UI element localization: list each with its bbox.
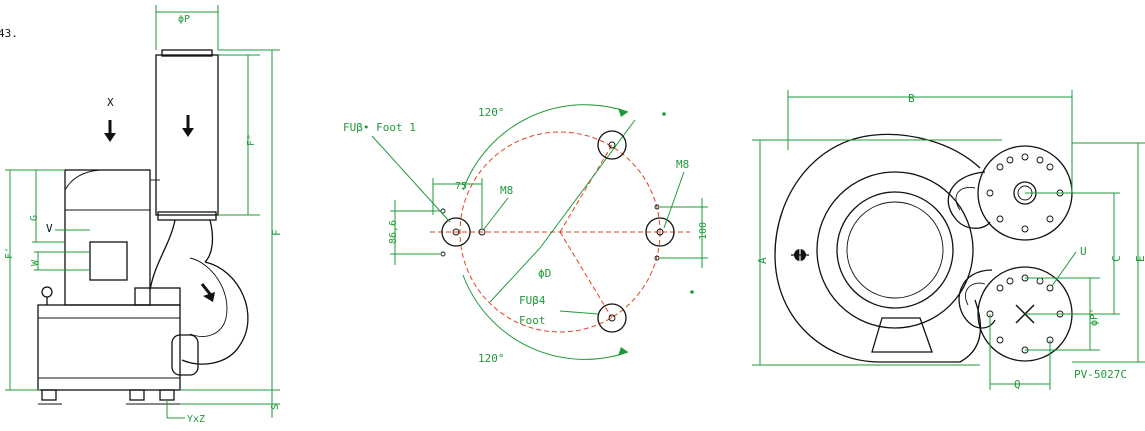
front-view: B A C E U ϕP' Q PV-5027C bbox=[752, 90, 1145, 391]
label-phi-d: ϕD bbox=[538, 267, 551, 280]
label-s: S bbox=[270, 404, 281, 410]
label-g: G bbox=[29, 215, 40, 221]
flow-arrow-icon bbox=[104, 133, 116, 142]
label-phi-p: ϕP bbox=[178, 14, 190, 25]
foot-bracket bbox=[871, 317, 933, 353]
label-100: 100 bbox=[698, 222, 709, 240]
label-75: 75 bbox=[455, 181, 467, 192]
label-w: W bbox=[30, 259, 41, 266]
foot-pad-right bbox=[645, 204, 694, 294]
label-angle-bottom: 120° bbox=[478, 352, 505, 365]
foot-mid bbox=[129, 389, 145, 401]
label-e: E bbox=[1134, 255, 1145, 262]
label-u: U bbox=[1080, 245, 1087, 258]
label-b: B bbox=[908, 92, 915, 105]
housing-outline bbox=[774, 133, 982, 363]
outlet-flange bbox=[171, 334, 199, 376]
foot-left bbox=[41, 389, 57, 401]
motor-cover bbox=[836, 191, 954, 309]
terminal-box bbox=[89, 241, 128, 281]
label-f: F bbox=[270, 229, 283, 236]
foot-view: 120° 120° FUβ• Foot 1 75 M8 86,6 M8 100 … bbox=[343, 104, 709, 365]
label-a: A bbox=[756, 257, 769, 264]
label-foot4-line1: FUβ4 bbox=[519, 294, 546, 307]
label-x: X bbox=[107, 96, 114, 109]
label-c: C bbox=[1110, 255, 1123, 262]
side-view: X ϕP F" F S G V W F' YxZ bbox=[4, 5, 283, 425]
inlet-pipe bbox=[149, 219, 214, 291]
label-f-double-prime: F" bbox=[246, 134, 257, 146]
label-phi-p-prime: ϕP' bbox=[1089, 308, 1100, 326]
outlet-pipe bbox=[181, 261, 249, 365]
label-m8-left: M8 bbox=[500, 184, 513, 197]
foot-pad-left bbox=[440, 208, 486, 257]
label-86-6: 86,6 bbox=[388, 220, 399, 244]
figure-number: 43. bbox=[0, 27, 18, 40]
label-foot1: FUβ• Foot 1 bbox=[343, 121, 416, 134]
label-angle-top: 120° bbox=[478, 106, 505, 119]
filter-silencer bbox=[155, 54, 219, 216]
lift-ring bbox=[41, 286, 53, 298]
label-q: Q bbox=[1014, 378, 1021, 391]
foot-right bbox=[159, 389, 175, 401]
foot-pad-bottom bbox=[597, 303, 627, 333]
label-foot4-line2: Foot bbox=[519, 314, 546, 327]
foot-pad-top bbox=[597, 112, 666, 160]
angle-arc-top bbox=[462, 104, 629, 191]
angle-arc-bottom bbox=[462, 274, 629, 360]
flow-arrow-icon bbox=[203, 292, 215, 302]
label-yxz: YxZ bbox=[187, 414, 205, 425]
label-v: V bbox=[46, 222, 53, 235]
flow-arrow-icon bbox=[182, 128, 194, 137]
label-f-prime: F' bbox=[4, 247, 15, 259]
label-m8-right: M8 bbox=[676, 158, 689, 171]
motor-body bbox=[64, 169, 151, 306]
bolt-circle bbox=[459, 131, 661, 333]
model-label: PV-5027C bbox=[1074, 368, 1127, 381]
